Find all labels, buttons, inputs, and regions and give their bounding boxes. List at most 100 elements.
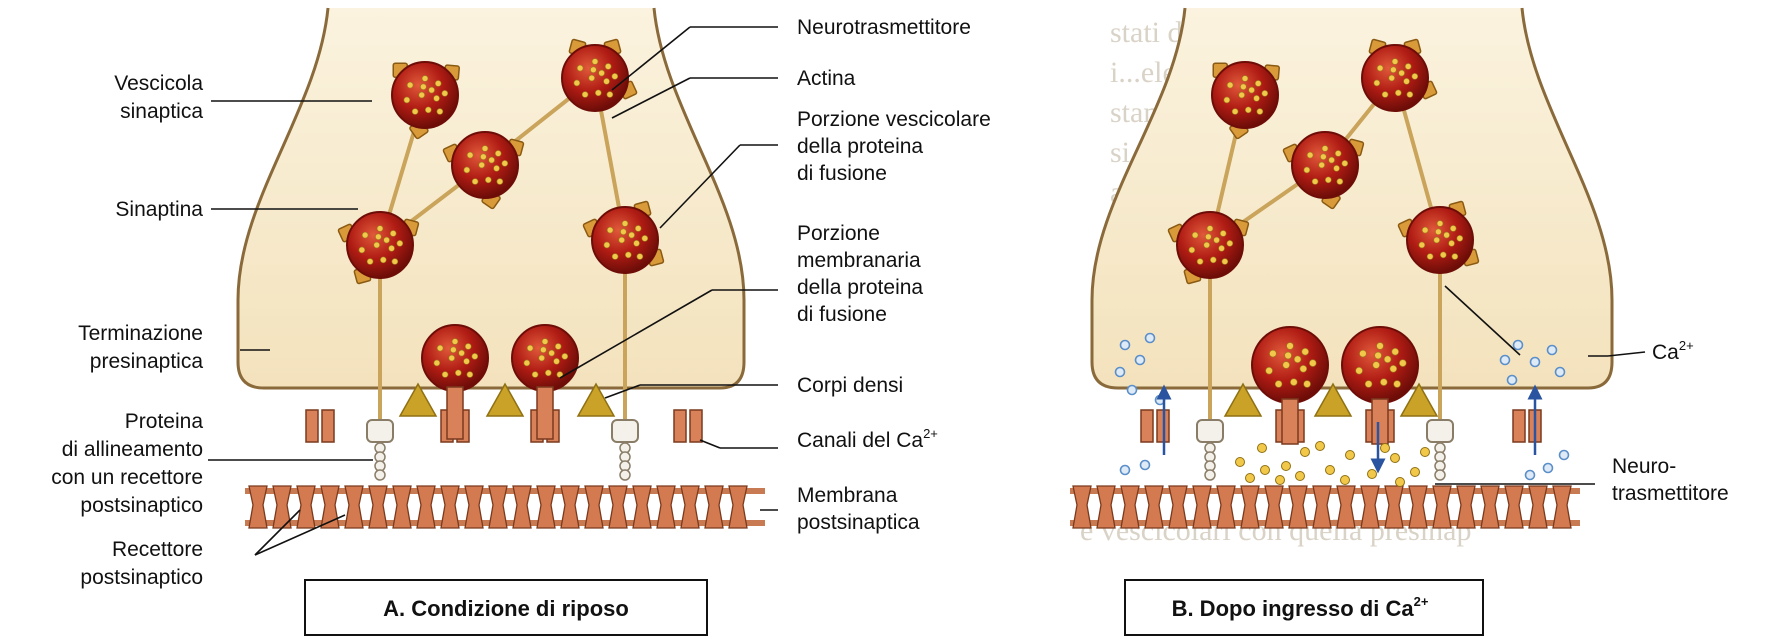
postsynaptic-receptor <box>1409 486 1427 528</box>
neurotransmitter-dot <box>359 247 365 253</box>
neurotransmitter-molecule <box>1368 470 1377 479</box>
calcium-ion <box>1136 356 1145 365</box>
panel-a: Vescicola sinaptica Sinaptina Terminazio… <box>51 8 991 635</box>
label-proteina-3: con un recettore <box>51 466 203 489</box>
neurotransmitter-dot <box>1312 179 1318 185</box>
calcium-ion <box>1121 466 1130 475</box>
neurotransmitter-dot <box>464 167 470 173</box>
postsynaptic-receptor <box>633 486 651 528</box>
neurotransmitter-dot <box>542 339 548 345</box>
neurotransmitter-dot <box>532 372 538 378</box>
neurotransmitter-dot <box>412 109 418 115</box>
neurotransmitter-dot <box>467 372 473 378</box>
synaptic-vesicle <box>1342 327 1418 444</box>
neurotransmitter-dot <box>1254 95 1260 101</box>
label-mem-fusion-2: membranaria <box>797 249 921 272</box>
neurotransmitter-dot <box>494 165 500 171</box>
postsynaptic-receptor <box>513 486 531 528</box>
neurotransmitter-dot <box>539 355 545 361</box>
neurotransmitter-dot <box>1377 65 1383 71</box>
alignment-proteins-a <box>367 420 638 480</box>
vesicle-body <box>1362 45 1428 111</box>
alignment-bead <box>620 470 630 480</box>
neurotransmitter-dot <box>377 226 383 232</box>
calcium-ion <box>1526 471 1535 480</box>
calcium-ion <box>1531 358 1540 367</box>
vesicle-body <box>1177 212 1243 278</box>
channel-subunit <box>690 410 702 442</box>
postsynaptic-receptor <box>1553 486 1571 528</box>
neurotransmitter-dot <box>472 179 478 185</box>
neurotransmitter-molecule <box>1381 444 1390 453</box>
neurotransmitter-dot <box>554 358 560 364</box>
label-sinaptina: Sinaptina <box>115 198 203 221</box>
neurotransmitter-dot <box>1440 252 1446 258</box>
neurotransmitter-dot <box>375 234 381 240</box>
postsynaptic-receptor <box>1457 486 1475 528</box>
neurotransmitter-dot <box>634 240 640 246</box>
neurotransmitter-dot <box>467 152 473 158</box>
neurotransmitter-dot <box>1407 92 1413 98</box>
postsynaptic-receptor <box>537 486 555 528</box>
neurotransmitter-dot <box>1435 229 1441 235</box>
neurotransmitter-dot <box>629 232 635 238</box>
neurotransmitter-dot <box>1227 82 1233 88</box>
neurotransmitter-dot <box>642 235 648 241</box>
neurotransmitter-dot <box>435 80 441 86</box>
neurotransmitter-dot <box>480 154 486 160</box>
neurotransmitter-dot <box>599 70 605 76</box>
neurotransmitter-dot <box>1255 80 1261 86</box>
neurotransmitter-dot <box>479 162 485 168</box>
neurotransmitter-dot <box>577 65 583 71</box>
released-neurotransmitter <box>1236 442 1430 487</box>
neurotransmitter-dot <box>429 87 435 93</box>
neurotransmitter-dot <box>442 372 448 378</box>
neurotransmitter-dot <box>637 254 643 260</box>
postsynaptic-receptor <box>393 486 411 528</box>
caption-box-a: A. Condizione di riposo <box>305 580 707 635</box>
label-ves-fusion-1: Porzione vescicolare <box>797 108 991 131</box>
label-canali: Canali del Ca2+ <box>797 426 938 452</box>
vesicle-body <box>347 212 413 278</box>
neurotransmitter-dot <box>1380 379 1387 386</box>
neurotransmitter-dot <box>1390 365 1397 372</box>
neurotransmitter-dot <box>420 84 426 90</box>
neurotransmitter-dot <box>604 78 610 84</box>
vesicle-body <box>1342 327 1418 403</box>
neurotransmitter-dot <box>1275 381 1282 388</box>
neurotransmitter-dot <box>472 353 478 359</box>
alignment-bead <box>375 470 385 480</box>
postsynaptic-receptor <box>561 486 579 528</box>
neurotransmitter-dot <box>1434 237 1440 243</box>
neurotransmitter-dot <box>1399 70 1405 76</box>
vesicle-body <box>1252 327 1328 403</box>
label-proteina-1: Proteina <box>125 410 204 433</box>
neurotransmitter-dot <box>1392 348 1399 355</box>
neurotransmitter-dot <box>362 232 368 238</box>
calcium-ion <box>1560 451 1569 460</box>
alignment-bead <box>1205 470 1215 480</box>
label-ca: Ca2+ <box>1652 338 1694 364</box>
neurotransmitter-dot <box>1419 242 1425 248</box>
postsynaptic-receptor <box>417 486 435 528</box>
neurotransmitter-dot <box>485 177 491 183</box>
postsynaptic-membrane-a <box>245 486 765 528</box>
neurotransmitter-molecule <box>1316 442 1325 451</box>
label-proteina-4: postsinaptico <box>80 494 203 517</box>
neurotransmitter-dot <box>1300 365 1307 372</box>
neurotransmitter-dot <box>384 237 390 243</box>
neurotransmitter-dot <box>1375 352 1382 359</box>
synaptic-vesicle <box>1252 327 1328 444</box>
neurotransmitter-dot <box>1257 109 1263 115</box>
neurotransmitter-dot <box>1302 348 1309 355</box>
neurotransmitter-dot <box>1220 230 1226 236</box>
label-neuro-1: Neuro- <box>1612 455 1676 478</box>
neurotransmitter-dot <box>455 370 461 376</box>
calcium-channel <box>306 410 334 442</box>
neurotransmitter-dot <box>1283 362 1290 369</box>
neurotransmitter-dot <box>1342 160 1348 166</box>
membrane-fusion-protein <box>1282 399 1298 444</box>
neurotransmitter-molecule <box>1258 444 1267 453</box>
neurotransmitter-dot <box>524 360 530 366</box>
